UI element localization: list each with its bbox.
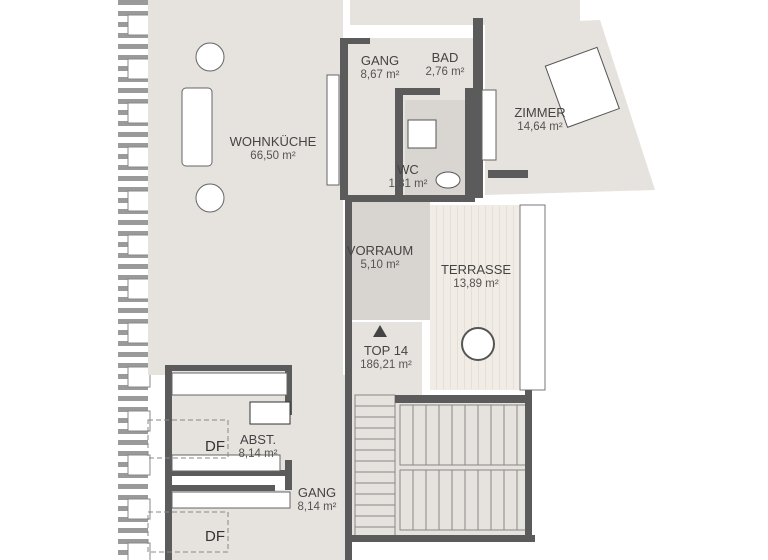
roof-window	[127, 454, 151, 476]
deck-board	[471, 206, 472, 389]
armchair	[195, 42, 225, 72]
roof-slat	[118, 495, 148, 500]
terrace-table	[461, 327, 495, 361]
roof-slat	[118, 143, 148, 148]
floor-gang	[345, 38, 397, 200]
roof-window	[127, 58, 151, 80]
roof-slat	[118, 363, 148, 368]
df-label: DF	[205, 438, 225, 455]
floor-wohnkueche	[148, 0, 343, 375]
roof-slat	[118, 319, 148, 324]
floor-gang-lower	[290, 375, 345, 560]
terrace-decking	[436, 206, 514, 389]
floor-top-strip	[350, 0, 580, 25]
deck-board	[506, 206, 507, 389]
roof-slat	[118, 352, 148, 357]
deck-board	[436, 206, 437, 389]
deck-board	[499, 206, 500, 389]
sofa	[181, 87, 213, 167]
floor-top14	[352, 322, 422, 397]
wardrobe	[171, 454, 281, 472]
roof-slat	[118, 528, 148, 533]
roof-slat	[118, 132, 148, 137]
df-zone	[147, 511, 229, 553]
df-label: DF	[205, 528, 225, 545]
toilet	[435, 171, 461, 189]
roof-window	[127, 542, 151, 560]
deck-board	[457, 206, 458, 389]
planter-strip	[519, 204, 546, 391]
room-label-abst: ABST.8,14 m²	[238, 432, 278, 460]
roof-window	[127, 322, 151, 344]
deck-board	[450, 206, 451, 389]
entrance-arrow-icon	[373, 325, 387, 337]
deck-board	[492, 206, 493, 389]
roof-slat	[118, 88, 148, 93]
roof-window	[127, 498, 151, 520]
roof-slat	[118, 220, 148, 225]
roof-window	[127, 146, 151, 168]
roof-slat	[118, 0, 148, 5]
roof-slat	[118, 440, 148, 445]
bed	[544, 46, 620, 128]
roof-slat	[118, 187, 148, 192]
roof-slat	[118, 484, 148, 489]
roof-window	[127, 190, 151, 212]
roof-slat	[118, 539, 148, 544]
wardrobe	[481, 89, 497, 161]
roof-window	[127, 278, 151, 300]
deck-board	[513, 206, 514, 389]
kitchen-counter	[171, 372, 288, 396]
roof-slat	[118, 44, 148, 49]
armchair	[195, 183, 225, 213]
walls	[165, 18, 535, 560]
deck-board	[485, 206, 486, 389]
roof-windows-left	[118, 0, 151, 560]
roof-slat	[118, 407, 148, 412]
deck-board	[478, 206, 479, 389]
roof-window	[127, 14, 151, 36]
df-zone	[147, 419, 229, 459]
roof-slat	[118, 275, 148, 280]
kitchen-island	[326, 74, 340, 186]
shower	[407, 119, 437, 149]
roof-slat	[118, 231, 148, 236]
roof-slat	[118, 396, 148, 401]
roof-window	[127, 234, 151, 256]
roof-window	[127, 366, 151, 388]
roof-slat	[118, 11, 148, 16]
deck-board	[443, 206, 444, 389]
fridge	[249, 401, 291, 425]
roof-window	[127, 102, 151, 124]
roof-slat	[118, 308, 148, 313]
floor-terrasse	[430, 205, 522, 390]
floor-vorraum	[345, 200, 430, 320]
wardrobe	[171, 491, 291, 509]
roof-slat	[118, 264, 148, 269]
roof-slat	[118, 55, 148, 60]
roof-slat	[118, 99, 148, 104]
roof-slat	[118, 451, 148, 456]
roof-window	[127, 410, 151, 432]
deck-board	[464, 206, 465, 389]
roof-slat	[118, 176, 148, 181]
